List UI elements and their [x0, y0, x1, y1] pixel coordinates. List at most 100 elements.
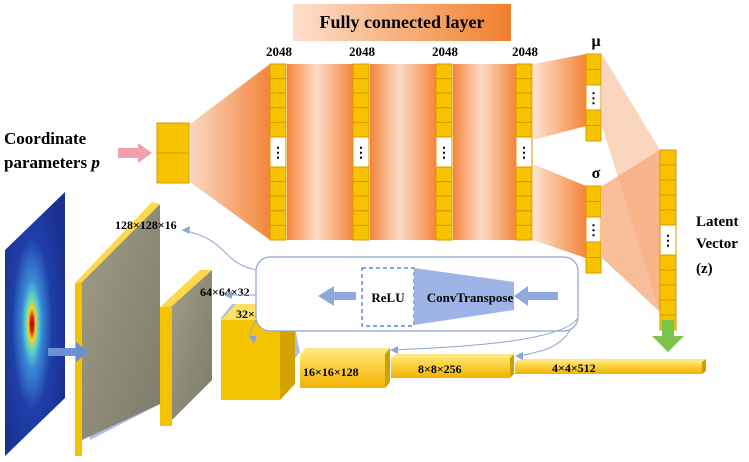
slab-128-edge	[75, 282, 82, 456]
layer4-size: 2048	[512, 44, 539, 59]
input-cell-1	[156, 122, 190, 154]
hidden-layer-2-cell	[352, 121, 370, 138]
relu-label: ReLU	[371, 290, 405, 305]
slab-64-top	[160, 270, 212, 307]
hidden-layer-2-cell	[352, 195, 370, 212]
deconv-block: ReLU ConvTranspose	[255, 256, 579, 332]
sigma-layer-cell	[585, 257, 602, 274]
latent-layer-cell	[659, 209, 677, 226]
arrowhead-32-icon	[249, 336, 257, 344]
bar-4-top	[515, 359, 706, 362]
hidden-layer-2-cell	[352, 107, 370, 123]
hidden-layer-3-cell	[435, 210, 453, 226]
hidden-layer-3-cell	[435, 166, 453, 183]
dim-16: 16×16×128	[303, 365, 359, 379]
hidden-layer-2-cell	[352, 181, 370, 197]
hidden-layer-4-cell	[515, 224, 533, 241]
dim-4: 4×4×512	[552, 361, 596, 375]
mu-layer-ellipsis: ⋮	[587, 92, 601, 107]
conv-in-bar	[528, 292, 558, 300]
title-box	[293, 4, 511, 41]
latent-layer-cell	[659, 284, 677, 301]
band-2	[370, 64, 436, 240]
latent-layer-cell	[659, 149, 677, 166]
sigma-layer-cell	[585, 185, 602, 202]
bar-4-front	[515, 362, 702, 374]
arrowhead-8-icon	[515, 352, 523, 360]
slab-64-face	[172, 270, 212, 420]
hidden-layer-4-cell	[515, 195, 533, 212]
mu-label: μ	[591, 33, 600, 50]
bar-8-top	[391, 354, 514, 358]
latent-layer-cell	[659, 194, 677, 211]
down-arrow-icon	[652, 320, 684, 352]
dim-8: 8×8×256	[418, 362, 462, 376]
hidden-layer-3-cell	[435, 63, 453, 80]
hidden-layer-1-cell	[269, 92, 287, 109]
hidden-layer-3-cell	[435, 224, 453, 241]
hidden-layer-2-cell	[352, 63, 370, 80]
arrowhead-64-icon	[224, 291, 232, 299]
connector-arrowheads	[182, 226, 523, 360]
fan-to-sigma	[533, 164, 586, 258]
relu-box	[361, 267, 415, 327]
band-1	[287, 64, 353, 240]
mu-layer-cell	[585, 69, 602, 86]
mu-layer-cell	[585, 125, 602, 142]
hidden-layer-4-cell	[515, 181, 533, 197]
hidden-layer-1-cell	[269, 210, 287, 226]
cube-32-front	[221, 320, 280, 400]
sigma-layer-cell	[585, 201, 602, 218]
latent-label-line3: (z)	[696, 261, 713, 277]
connector-to-16	[391, 317, 579, 351]
hidden-layer-4-cell	[515, 92, 533, 109]
hidden-layer-2-cell	[352, 166, 370, 183]
fc-title: Fully connected layer	[320, 12, 485, 32]
fan-to-mu	[533, 54, 586, 140]
hidden-layer-4-cell	[515, 63, 533, 80]
latent-layer-cell	[659, 164, 677, 181]
hidden-layer-1-cell	[269, 195, 287, 212]
latent-label-line2: Vector	[696, 236, 738, 252]
bar-8-front	[391, 358, 510, 378]
hidden-layer-3-cell	[435, 195, 453, 212]
neuron-columns: ⋮⋮⋮⋮⋮⋮⋮	[269, 53, 677, 331]
hidden-layer-4-cell	[515, 107, 533, 123]
hidden-layer-3-cell	[435, 92, 453, 109]
conv-in-arrow-icon	[514, 286, 528, 306]
hidden-layer-3-cell	[435, 107, 453, 123]
sigma-layer-cell	[585, 241, 602, 258]
layer1-size: 2048	[266, 44, 293, 59]
hidden-layer-1-cell	[269, 224, 287, 241]
layer3-size: 2048	[432, 44, 459, 59]
fan-sigma-latent	[602, 150, 660, 312]
hidden-layer-3-ellipsis: ⋮	[437, 146, 451, 161]
layer2-size: 2048	[349, 44, 376, 59]
hidden-layer-4-ellipsis: ⋮	[517, 146, 531, 161]
bar-4-side	[702, 359, 706, 374]
mu-layer-cell	[585, 53, 602, 70]
arrowhead-16-icon	[390, 346, 398, 354]
slab-128-face	[82, 204, 160, 440]
slab-128-top	[75, 202, 160, 283]
hidden-layer-1-cell	[269, 78, 287, 94]
hidden-layer-2-cell	[352, 210, 370, 226]
hidden-layer-1-cell	[269, 107, 287, 123]
hidden-layer-1-cell	[269, 121, 287, 138]
hidden-layer-2-cell	[352, 224, 370, 241]
mu-layer-cell	[585, 109, 602, 126]
latent-layer-cell	[659, 179, 677, 196]
arrowhead-128-icon	[182, 226, 190, 234]
hidden-layer-2-ellipsis: ⋮	[354, 146, 368, 161]
hidden-layer-2-cell	[352, 92, 370, 109]
convtranspose-shape	[414, 268, 514, 325]
latent-layer-cell	[659, 299, 677, 316]
latent-layer-cell	[659, 269, 677, 286]
band-3	[453, 64, 516, 240]
hidden-layer-3-cell	[435, 78, 453, 94]
dim-64: 64×64×32	[200, 285, 250, 299]
latent-label-line1: Latent	[696, 214, 739, 230]
hidden-layer-1-cell	[269, 181, 287, 197]
latent-layer-cell	[659, 254, 677, 271]
